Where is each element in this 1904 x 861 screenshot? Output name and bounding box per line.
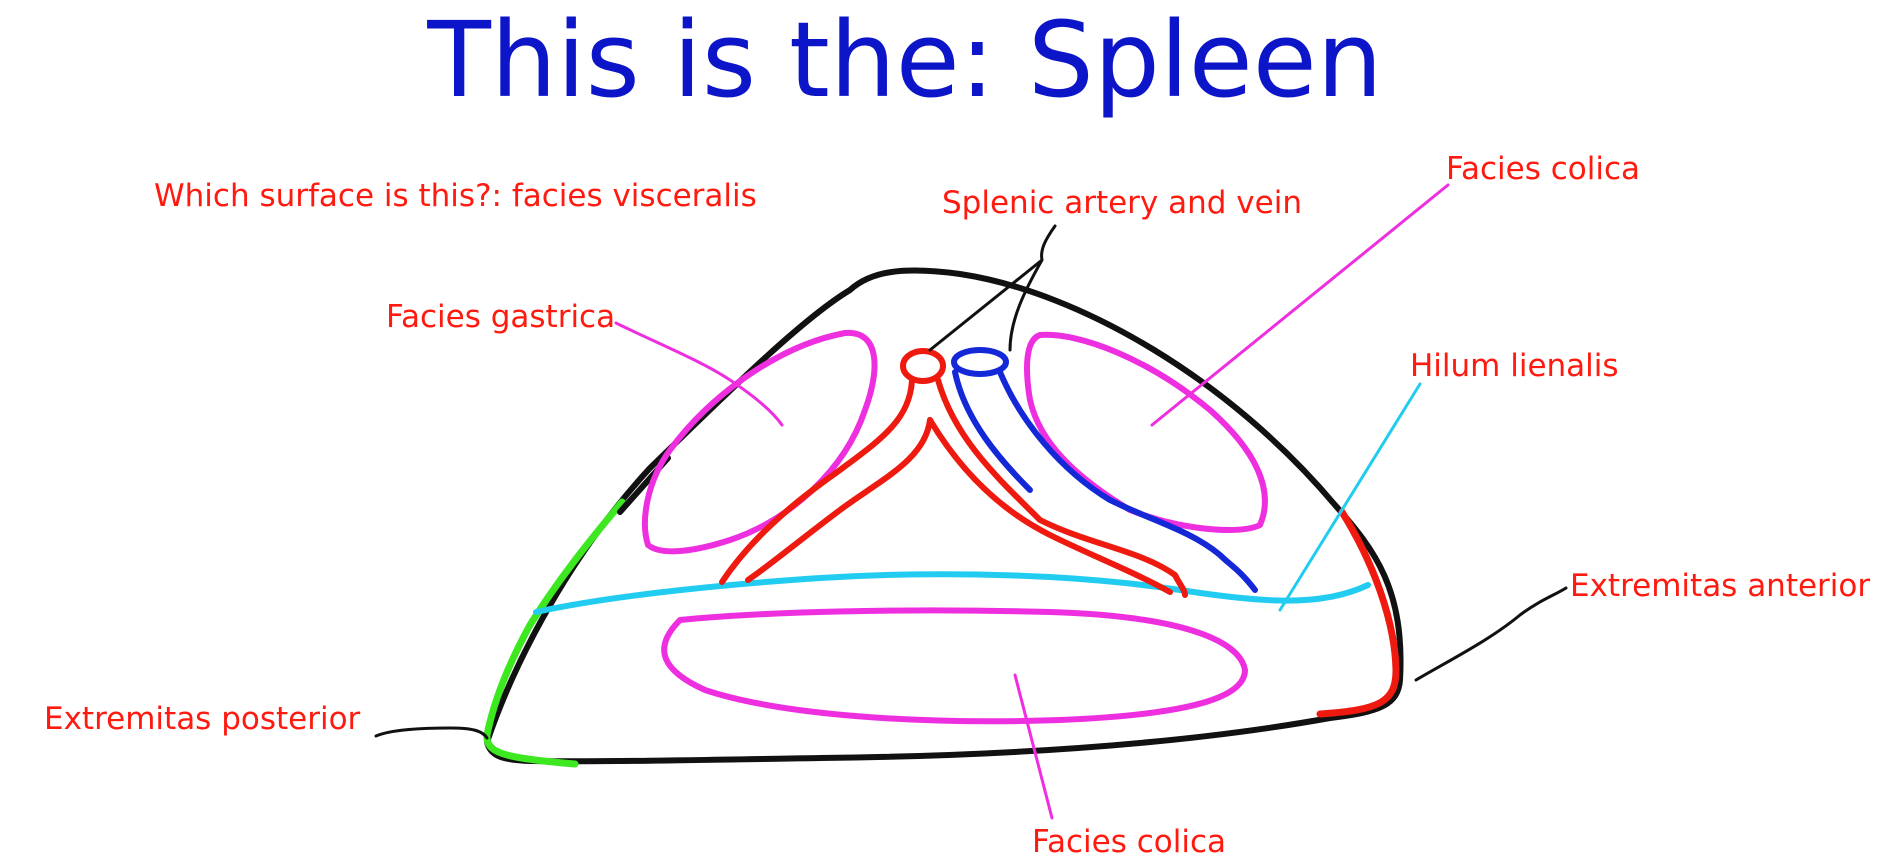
splenic-vein-cross-section [951,347,1009,377]
hilum-pointer [1278,382,1422,612]
hilum-line [533,571,1371,615]
facies-gastrica-label: Facies gastrica [386,299,616,335]
splenic-artery-branch-left-inner [745,417,933,583]
hilum-label: Hilum lienalis [1410,348,1619,384]
splenic-vessels-label: Splenic artery and vein [942,185,1302,221]
splenic-artery-branch-left-outer [719,377,915,585]
facies-colica-top-outline [1024,331,1268,533]
anterior-edge-highlight [1316,508,1400,718]
splenic-vessels-pointer [928,224,1057,352]
extremitas-posterior-label: Extremitas posterior [44,701,361,737]
page-title: This is the: Spleen [427,0,1383,121]
facies-colica-bottom-label: Facies colica [1032,824,1226,860]
facies-colica-bottom-outline [661,607,1248,725]
splenic-vein-branch-right [997,369,1258,593]
facies-colica-top-pointer [1150,183,1450,427]
facies-colica-top-label: Facies colica [1446,151,1640,187]
facies-colica-bottom-pointer [1013,673,1054,820]
posterior-edge-highlight [483,498,626,768]
splenic-artery-branch-right-outer [935,377,1188,598]
question-label: Which surface is this?: facies viscerali… [154,178,757,214]
facies-gastrica-outline [641,329,878,555]
extremitas-anterior-pointer [1414,586,1568,682]
splenic-vein-branch-left [952,369,1033,493]
facies-gastrica-pointer [614,321,784,427]
extremitas-posterior-pointer [374,726,489,740]
splenic-artery-branch-right-inner [927,417,1173,595]
extremitas-anterior-label: Extremitas anterior [1570,568,1871,604]
splenic-artery-cross-section [900,348,946,384]
